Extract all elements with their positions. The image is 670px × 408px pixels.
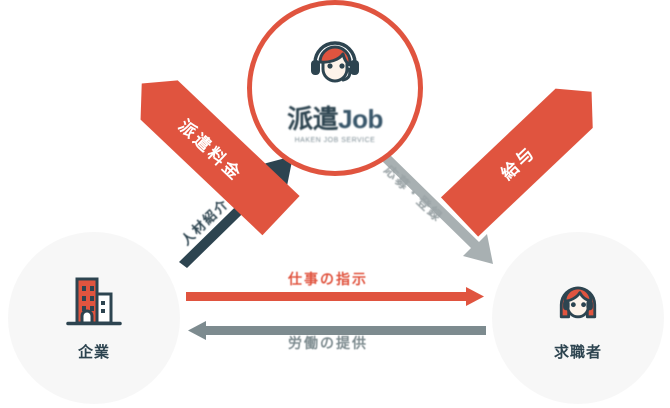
agency-logo-word-jp: 派遣 xyxy=(287,103,339,134)
seeker-node-label: 求職者 xyxy=(553,344,602,361)
office-building-icon xyxy=(65,274,123,333)
job-seeker-avatar-icon xyxy=(549,274,607,333)
work-order-arrow-head xyxy=(466,287,484,306)
labor-supply-arrow-line xyxy=(204,326,486,335)
labor-supply-arrow-head xyxy=(188,321,206,340)
company-node: 企業 xyxy=(8,232,180,404)
dispatch-fee-banner: 派遣料金 xyxy=(108,78,308,236)
work-order-arrow-line xyxy=(186,292,468,301)
dispatch-fee-arrow-shape xyxy=(140,80,300,236)
work-order-label: 仕事の指示 xyxy=(288,271,368,287)
agency-avatar-icon xyxy=(304,33,366,100)
seeker-node: 求職者 xyxy=(492,232,664,404)
company-node-label: 企業 xyxy=(77,344,110,361)
agency-center-node: 派遣Job HAKEN JOB SERVICE xyxy=(247,0,423,176)
agency-logo-tagline: HAKEN JOB SERVICE xyxy=(294,136,376,144)
agency-logo-word-en: Job xyxy=(338,103,383,134)
apply-back-arrow: 応募・登録 xyxy=(375,150,505,275)
salary-banner: 給与 xyxy=(420,78,620,237)
work-order-arrow xyxy=(186,286,486,313)
agency-logo-wordmark: 派遣Job xyxy=(287,106,383,132)
labor-supply-arrow xyxy=(186,320,486,347)
labor-supply-label: 労働の提供 xyxy=(288,335,368,351)
apply-arrow-shape xyxy=(379,152,493,264)
salary-arrow-shape xyxy=(440,88,593,237)
